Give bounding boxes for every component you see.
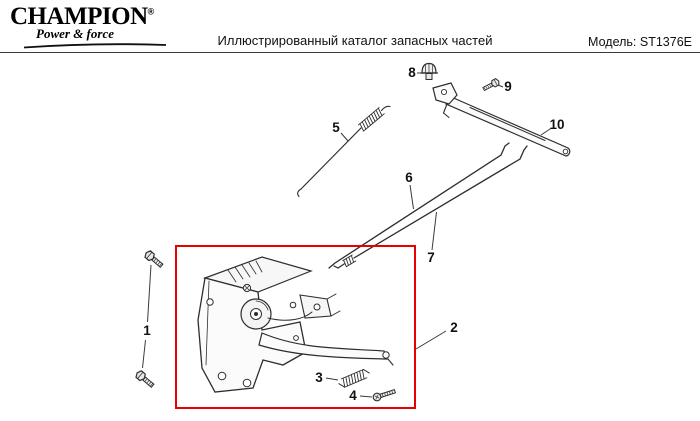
part-7-rod bbox=[333, 145, 528, 269]
callout-1: 1 bbox=[143, 323, 151, 338]
part-8-cap bbox=[419, 62, 439, 80]
part-1-bolts bbox=[133, 248, 165, 390]
callout-6: 6 bbox=[405, 170, 413, 185]
leader-lines bbox=[142, 72, 552, 398]
model-label: Модель: bbox=[588, 35, 637, 49]
page-header: CHAMPION® Power & force Иллюстрированный… bbox=[0, 0, 700, 53]
leader-6 bbox=[409, 184, 414, 210]
callout-5: 5 bbox=[332, 120, 340, 135]
leader-5 bbox=[340, 132, 349, 142]
page-title: Иллюстрированный каталог запасных частей bbox=[217, 33, 493, 48]
callout-2: 2 bbox=[450, 320, 458, 335]
leader-7 bbox=[431, 211, 437, 251]
model-value: ST1376E bbox=[639, 35, 692, 49]
part-4-screw bbox=[372, 388, 397, 402]
callout-labels: 1 2 3 4 5 6 7 8 9 10 bbox=[143, 65, 564, 403]
callout-3: 3 bbox=[315, 370, 323, 385]
part-2-assembly bbox=[197, 256, 394, 393]
champion-logo: CHAMPION® Power & force bbox=[10, 4, 175, 49]
callout-4: 4 bbox=[349, 388, 357, 403]
leader-4 bbox=[359, 395, 373, 398]
leader-1-bottom bbox=[142, 339, 146, 369]
highlight-box-part-2 bbox=[175, 245, 416, 409]
brand-wordmark: CHAMPION® bbox=[10, 4, 175, 29]
brand-name: CHAMPION bbox=[10, 3, 148, 30]
leader-10 bbox=[540, 127, 552, 136]
callout-9: 9 bbox=[504, 79, 512, 94]
registered-trademark-icon: ® bbox=[147, 6, 155, 17]
callout-10: 10 bbox=[549, 117, 564, 132]
model-info: Модель: ST1376E bbox=[588, 35, 692, 49]
leader-1-top bbox=[147, 264, 152, 323]
callout-8: 8 bbox=[408, 65, 416, 80]
part-3-spring bbox=[338, 368, 370, 388]
part-9-screw bbox=[481, 77, 501, 93]
logo-swoosh-line bbox=[23, 43, 167, 49]
callout-7: 7 bbox=[427, 250, 435, 265]
part-5-spring bbox=[297, 105, 391, 198]
leader-2 bbox=[415, 330, 447, 350]
leader-9 bbox=[497, 84, 504, 88]
part-10-lever bbox=[432, 82, 571, 157]
part-6-rod bbox=[328, 142, 510, 269]
leader-3 bbox=[325, 377, 339, 381]
brand-tagline: Power & force bbox=[36, 26, 114, 41]
